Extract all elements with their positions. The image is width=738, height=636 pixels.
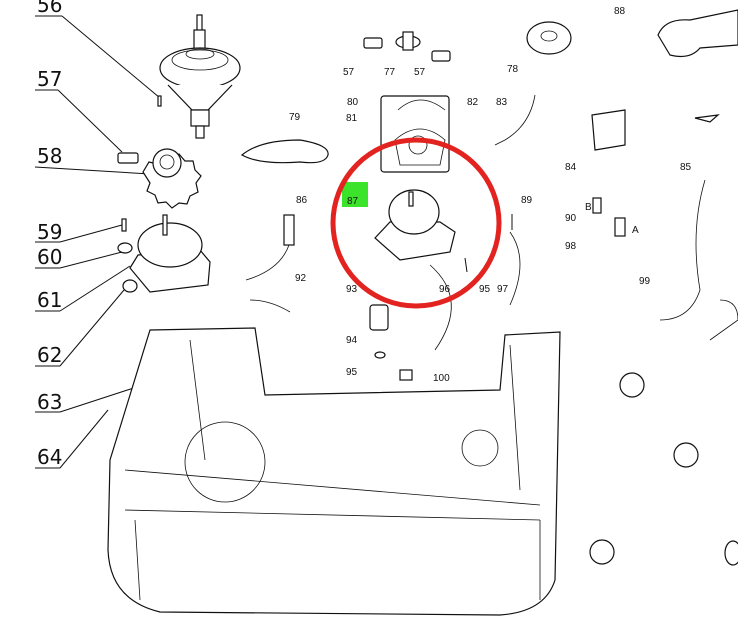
label-97: 97 xyxy=(497,284,509,295)
label-77: 77 xyxy=(384,67,396,78)
part-labels: 57 77 57 78 88 79 80 81 82 83 84 85 86 8… xyxy=(289,6,692,384)
label-56: 56 xyxy=(37,0,62,17)
label-B: B xyxy=(585,202,592,213)
label-79: 79 xyxy=(289,112,301,123)
label-88: 88 xyxy=(614,6,626,17)
part-base-63 xyxy=(107,327,561,616)
label-61: 61 xyxy=(37,288,62,312)
label-93: 93 xyxy=(346,284,358,295)
part-84 xyxy=(591,109,626,151)
part-88 xyxy=(657,9,738,58)
part-clutch xyxy=(157,14,241,139)
part-power-cord-99 xyxy=(659,179,738,341)
label-99: 99 xyxy=(639,276,651,287)
label-57b: 57 xyxy=(414,67,426,78)
label-63: 63 xyxy=(37,390,62,414)
part-94 xyxy=(374,351,386,359)
label-92: 92 xyxy=(295,273,307,284)
label-96: 96 xyxy=(439,284,451,295)
left-callouts: 56 57 58 59 60 61 62 63 64 xyxy=(34,0,196,469)
label-64: 64 xyxy=(37,445,62,469)
label-78: 78 xyxy=(507,64,519,75)
label-85: 85 xyxy=(680,162,692,173)
label-81: 81 xyxy=(346,113,358,124)
label-59: 59 xyxy=(37,220,62,244)
part-86 xyxy=(283,214,295,246)
label-86: 86 xyxy=(296,195,308,206)
part-78 xyxy=(526,21,572,55)
label-87: 87 xyxy=(347,196,359,207)
part-group-80 xyxy=(380,95,450,173)
label-58: 58 xyxy=(37,144,62,168)
label-82: 82 xyxy=(467,97,479,108)
part-drain-motor-87 xyxy=(374,189,456,261)
label-95a: 95 xyxy=(346,367,358,378)
highlight-circle xyxy=(330,137,502,309)
part-feet xyxy=(589,372,738,566)
part-belt-79 xyxy=(240,139,329,164)
part-93 xyxy=(369,304,389,331)
label-57a: 57 xyxy=(343,67,355,78)
label-83: 83 xyxy=(496,97,508,108)
label-90: 90 xyxy=(565,213,577,224)
label-94: 94 xyxy=(346,335,358,346)
part-90 xyxy=(592,197,602,214)
label-A: A xyxy=(632,225,639,236)
part-100 xyxy=(399,369,413,381)
label-57: 57 xyxy=(37,67,62,91)
part-pulley-58 xyxy=(142,148,202,209)
label-95b: 95 xyxy=(479,284,491,295)
label-100: 100 xyxy=(433,373,450,384)
part-85 xyxy=(694,114,720,123)
part-98 xyxy=(614,217,626,237)
part-clip-57 xyxy=(117,152,139,164)
label-98: 98 xyxy=(565,241,577,252)
callout-highlight-87 xyxy=(342,182,368,207)
label-84: 84 xyxy=(565,162,577,173)
label-60: 60 xyxy=(37,245,62,269)
label-80: 80 xyxy=(347,97,359,108)
label-89: 89 xyxy=(521,195,533,206)
part-motor-61 xyxy=(117,214,211,293)
label-62: 62 xyxy=(37,343,62,367)
